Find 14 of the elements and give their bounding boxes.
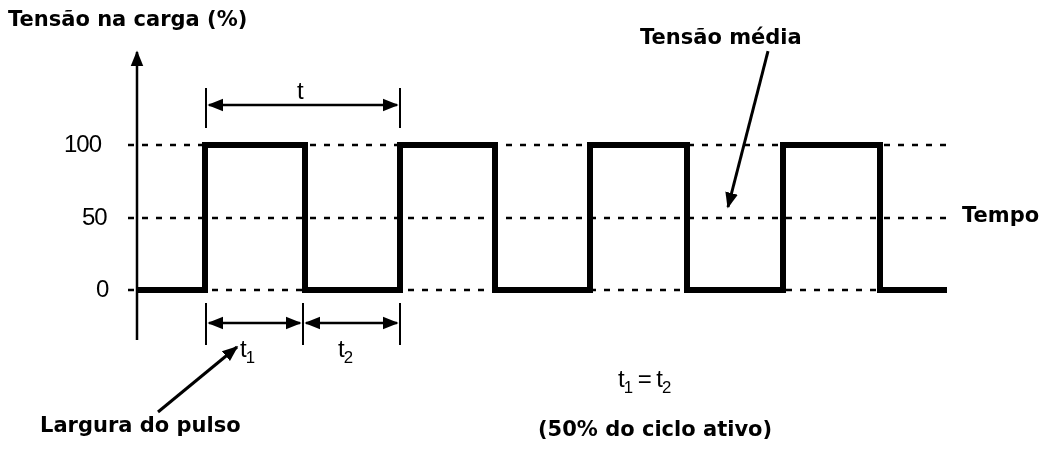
formula: t$_{1}$ = t$_{2}$ xyxy=(618,366,671,398)
dimension-label: t$_{2}$ xyxy=(338,336,352,368)
axis-title: Tempo xyxy=(962,204,1040,228)
axis-title: Tensão na carga (%) xyxy=(8,8,248,32)
leader-arrow xyxy=(725,50,770,209)
note: (50% do ciclo ativo) xyxy=(538,418,773,442)
callout-text: Tensão média xyxy=(640,26,802,50)
tick-label: 50 xyxy=(82,204,107,231)
dimension-label: t$_{1}$ xyxy=(240,336,254,368)
leader-arrow xyxy=(157,345,239,414)
tick-label: 0 xyxy=(96,276,109,303)
callout-text: Largura do pulso xyxy=(40,414,241,438)
dimension-label: t xyxy=(297,78,303,105)
tick-label: 100 xyxy=(64,131,102,158)
